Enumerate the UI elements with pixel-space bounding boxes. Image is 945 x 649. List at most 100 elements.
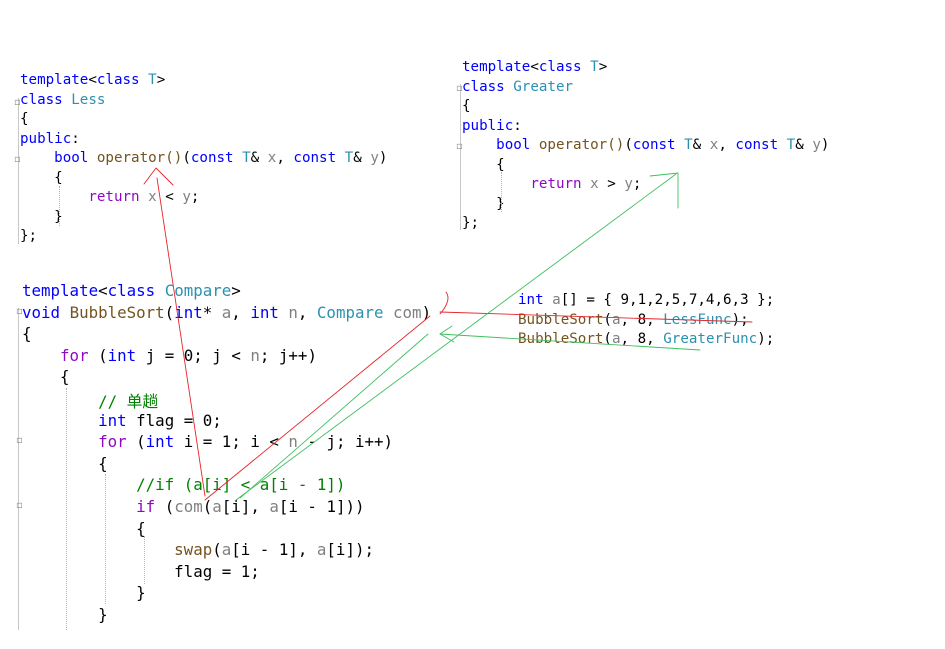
- code-token: [22, 540, 174, 559]
- code-token: y: [624, 176, 633, 192]
- code-token: [582, 176, 591, 192]
- code-token: {: [60, 367, 70, 387]
- code-token: };: [748, 292, 775, 308]
- code-token: ,: [620, 331, 638, 348]
- code-token: [60, 303, 70, 322]
- code-line: {: [462, 98, 471, 114]
- code-token: };: [462, 215, 480, 231]
- code-token: -: [297, 497, 327, 516]
- code-token: [174, 432, 184, 451]
- code-line: class Less: [20, 92, 105, 108]
- code-token: BubbleSort: [518, 331, 604, 348]
- code-token: [155, 497, 165, 516]
- code-line: swap(a[i - 1], a[i]);: [22, 540, 374, 559]
- code-token: 1: [221, 432, 232, 452]
- code-token: 9,1,2,5,7,4,6,3: [620, 292, 749, 308]
- code-token: };: [20, 228, 38, 244]
- code-token: [212, 303, 222, 322]
- code-token: =: [212, 561, 241, 581]
- code-token: i: [231, 497, 241, 516]
- code-token: n: [288, 432, 298, 452]
- code-line: }: [462, 196, 505, 212]
- code-token: =: [155, 345, 184, 365]
- code-token: ,: [718, 137, 736, 153]
- code-token: [] = {: [560, 292, 621, 308]
- code-line: {: [20, 170, 63, 186]
- code-token: template: [20, 72, 89, 88]
- code-token: &: [353, 150, 362, 166]
- code-token: ;: [335, 432, 356, 452]
- code-token: &: [795, 137, 804, 153]
- code-token: {: [98, 453, 108, 473]
- code-token: GreaterFunc: [663, 331, 758, 348]
- code-line: };: [20, 228, 37, 244]
- code-token: {: [20, 111, 29, 127]
- code-token: ,: [276, 150, 294, 166]
- code-token: }: [98, 605, 108, 624]
- code-token: *: [202, 302, 213, 322]
- code-token: ;: [259, 345, 279, 365]
- code-token: ,: [646, 311, 664, 328]
- code-token: {: [22, 324, 32, 344]
- code-line: public:: [20, 131, 80, 147]
- code-token: 8: [637, 311, 647, 328]
- code-token: com: [393, 302, 422, 322]
- code-token: a: [316, 540, 327, 560]
- fold-marker-icon[interactable]: ▫: [14, 97, 21, 108]
- fold-marker-icon[interactable]: ▫: [456, 83, 463, 94]
- indent-guide: [501, 172, 502, 212]
- code-token: ],: [240, 497, 270, 516]
- code-token: j: [278, 345, 289, 365]
- code-token: [: [221, 497, 232, 516]
- code-token: template: [462, 59, 531, 75]
- code-token: [22, 497, 136, 516]
- code-token: const: [190, 150, 234, 166]
- code-line: }: [22, 583, 146, 602]
- code-token: >: [156, 72, 166, 88]
- fold-marker-icon[interactable]: ▫: [14, 154, 21, 165]
- code-token: (: [603, 331, 612, 348]
- code-token: [22, 519, 136, 538]
- code-token: (: [202, 497, 213, 516]
- code-token: a: [611, 331, 621, 348]
- code-token: [127, 432, 137, 451]
- code-token: class: [96, 72, 140, 88]
- code-line: // 单趟: [22, 389, 158, 412]
- greater-gutter-line: [460, 84, 461, 230]
- code-token: 1: [278, 540, 289, 560]
- code-token: j: [326, 432, 336, 452]
- green-arrow-head-param: [439, 325, 455, 343]
- code-token: <: [259, 432, 289, 452]
- code-token: ;: [212, 410, 222, 430]
- fold-marker-icon[interactable]: ▫: [16, 306, 23, 317]
- code-token: BubbleSort: [518, 311, 604, 328]
- code-token: // 单趟: [98, 392, 159, 411]
- fold-marker-icon[interactable]: ▫: [456, 141, 463, 152]
- code-token: [279, 303, 289, 322]
- code-token: i: [355, 432, 365, 452]
- code-token: return: [530, 176, 582, 192]
- code-token: i: [250, 432, 260, 452]
- code-token: [676, 137, 685, 153]
- code-token: T: [148, 72, 157, 88]
- code-token: [505, 79, 514, 95]
- code-token: [462, 196, 496, 212]
- indent-guide: [66, 388, 67, 630]
- code-line: int a[] = { 9,1,2,5,7,4,6,3 };: [518, 292, 774, 308]
- code-token: :: [513, 117, 522, 134]
- code-token: );: [757, 331, 775, 348]
- code-token: T: [344, 150, 354, 166]
- code-line: for (int j = 0; j < n; j++): [22, 346, 317, 365]
- code-token: [462, 157, 496, 173]
- code-token: {: [136, 518, 146, 538]
- code-token: x: [148, 189, 157, 205]
- code-token: [20, 170, 54, 186]
- fold-marker-icon[interactable]: ▫: [16, 500, 23, 511]
- code-token: //if (a[i] < a[i - 1]): [136, 475, 346, 495]
- fold-marker-icon[interactable]: ▫: [16, 435, 23, 446]
- code-token: &: [692, 137, 702, 153]
- code-line: class Greater: [462, 79, 573, 95]
- code-token: j: [145, 345, 156, 365]
- code-token: [22, 432, 98, 451]
- code-token: BubbleSort: [69, 302, 165, 322]
